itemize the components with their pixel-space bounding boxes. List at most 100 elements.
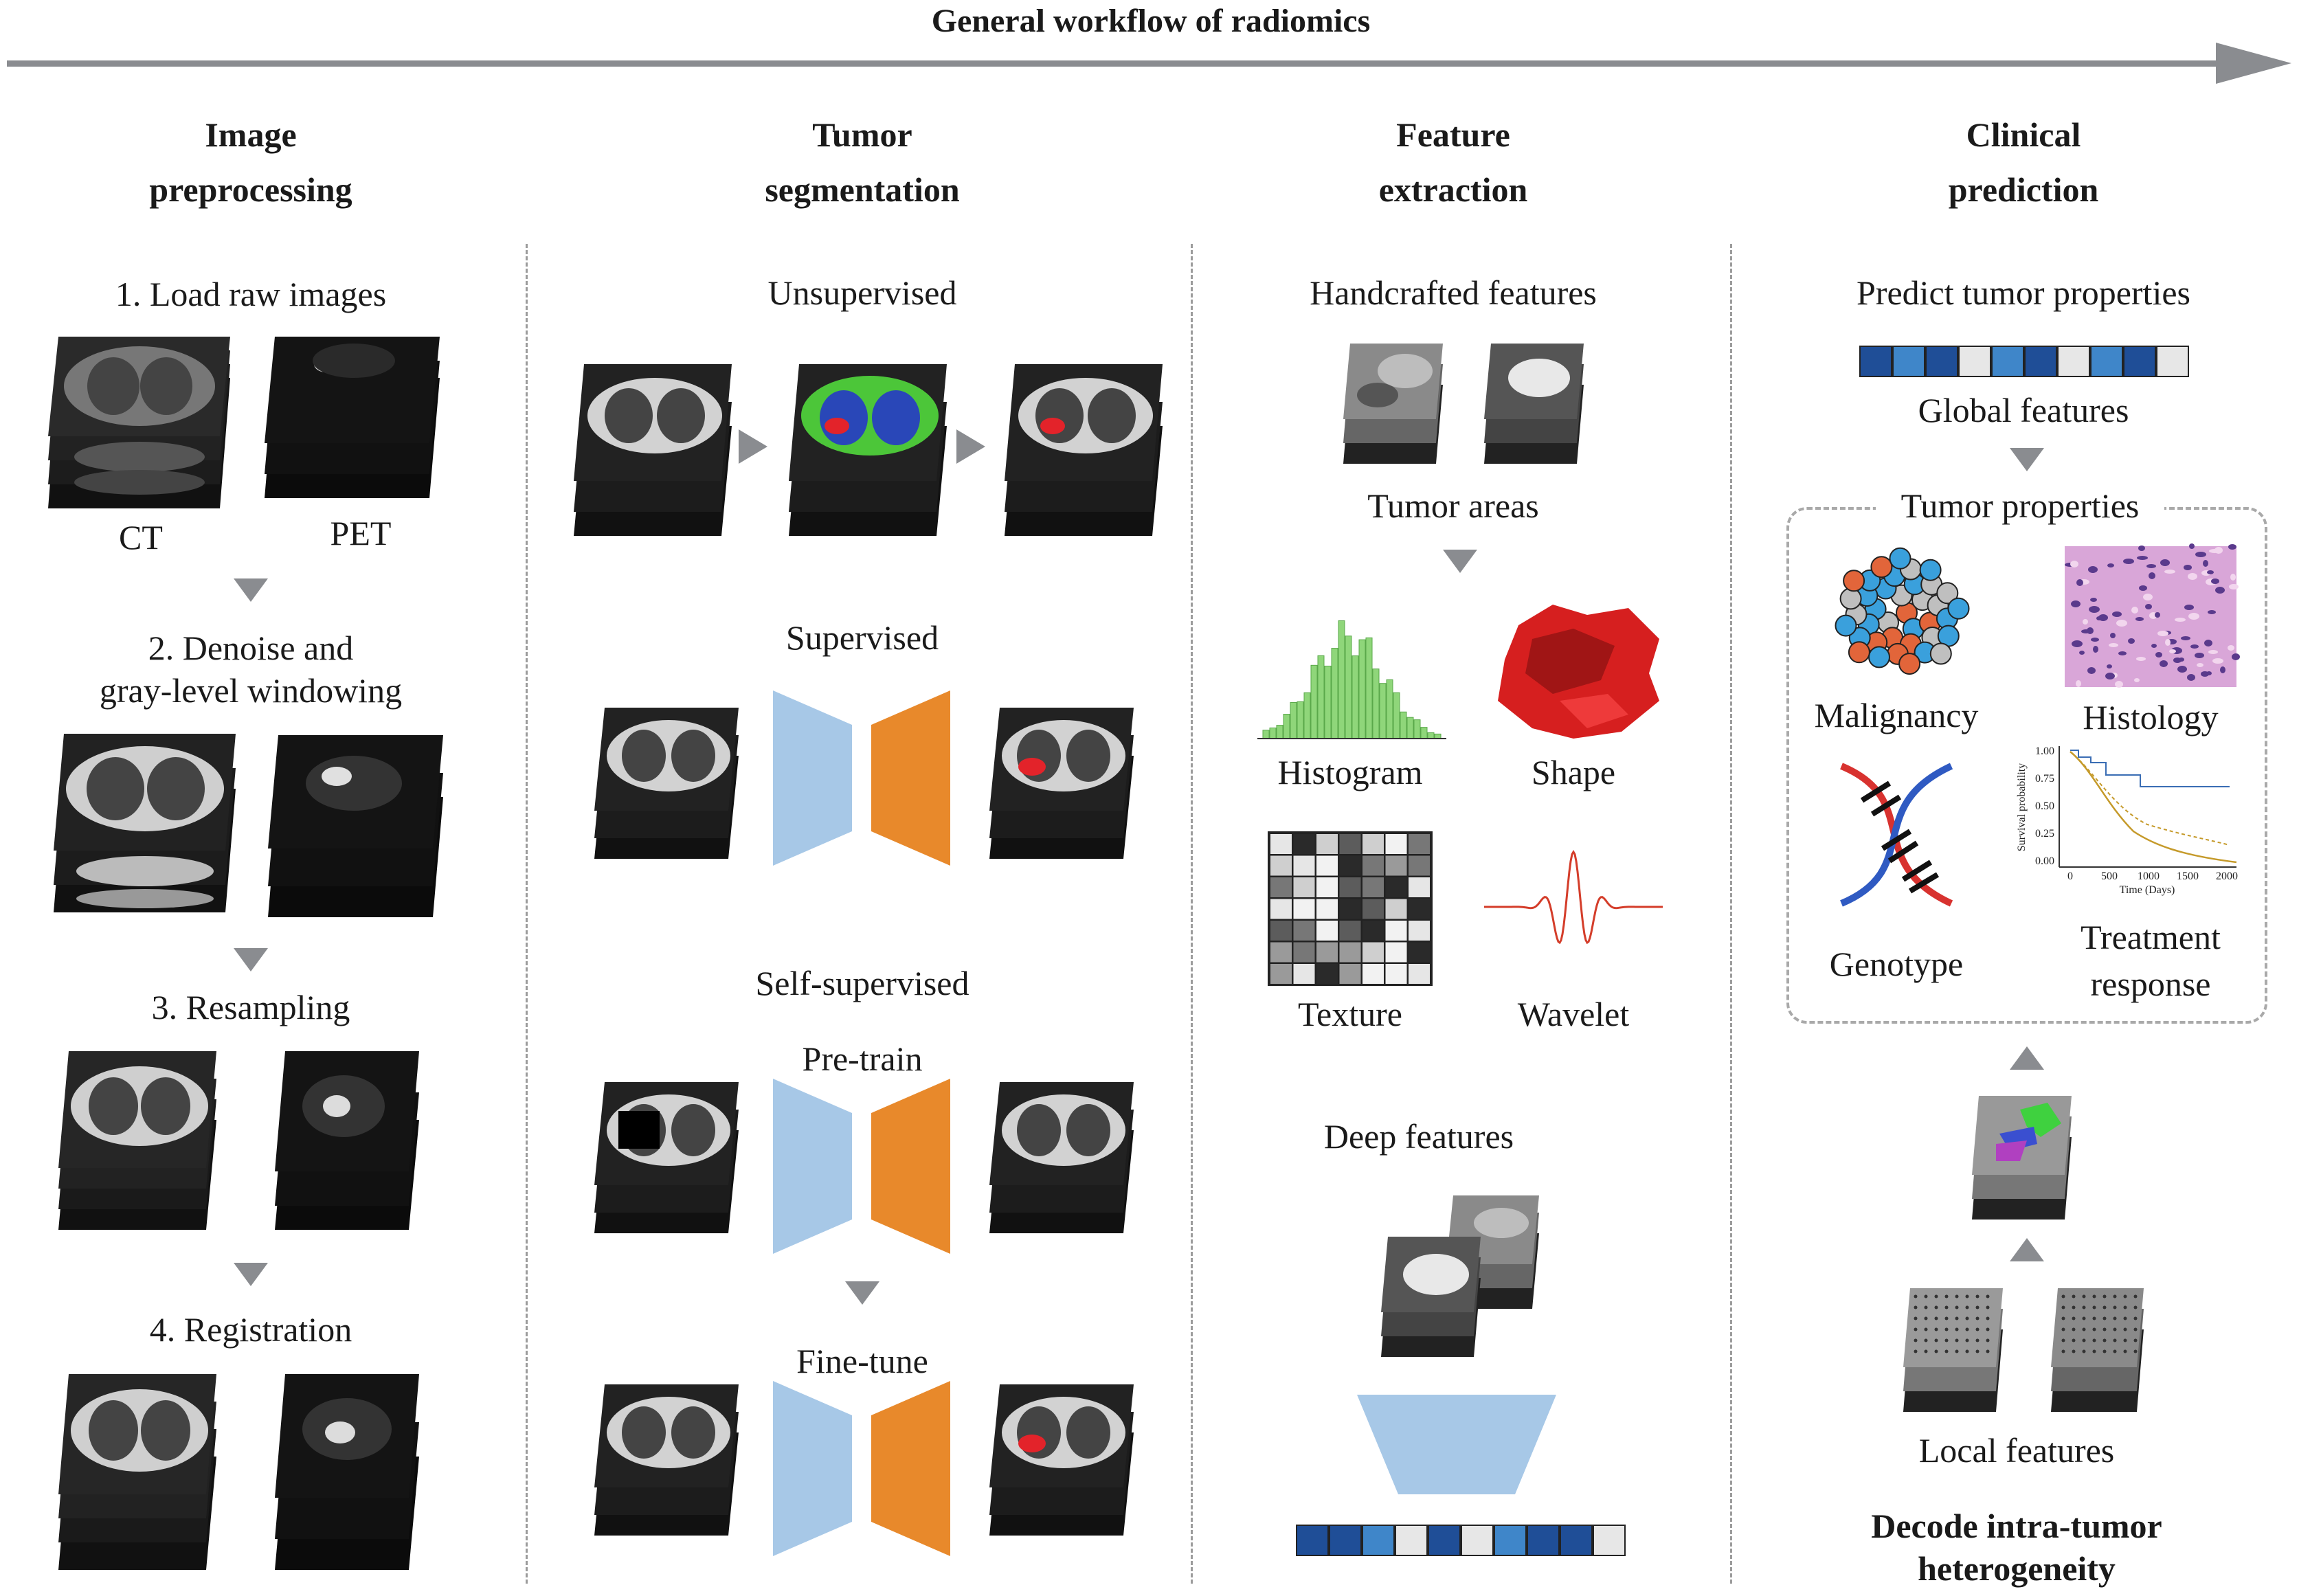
cell-circle: [1835, 614, 1857, 637]
histology-nucleus: [2201, 671, 2209, 677]
texture-cell: [1293, 877, 1315, 897]
feature-cell: [2024, 346, 2057, 377]
texture-cell: [1409, 877, 1430, 897]
texture-cell: [1362, 855, 1384, 876]
texture-cell: [1270, 834, 1292, 854]
texture-cell: [1316, 855, 1338, 876]
grid-dot: [1924, 1305, 1928, 1310]
histogram-bar: [1297, 701, 1304, 739]
histology-nucleus: [2229, 584, 2239, 589]
histogram-bar: [1276, 725, 1283, 739]
grid-dot: [2092, 1327, 2096, 1331]
label-unsupervised: Unsupervised: [767, 273, 957, 312]
grid-dot: [2102, 1349, 2107, 1353]
histology-nucleus: [2072, 640, 2083, 647]
grid-dot: [2082, 1338, 2086, 1342]
grid-dot: [1944, 1316, 1949, 1320]
texture-cell: [1316, 942, 1338, 963]
grid-dot: [2102, 1316, 2107, 1320]
texture-cell: [1339, 899, 1361, 919]
km-ytick: 0.25: [2035, 828, 2054, 840]
pet-stack-resampled: [275, 1051, 419, 1230]
feature-cell: [2090, 346, 2123, 377]
histology-graphic: [2065, 543, 2240, 688]
histology-nucleus: [2208, 650, 2218, 654]
km-xtick: 2000: [2216, 870, 2238, 882]
km-xlabel: Time (Days): [2120, 884, 2175, 896]
label-finetune: Fine-tune: [796, 1342, 928, 1380]
texture-cell: [1385, 899, 1407, 919]
histology-nucleus: [2110, 633, 2116, 638]
grid-dot: [2092, 1338, 2096, 1342]
histology-nucleus: [2118, 651, 2127, 655]
grid-dot: [2123, 1338, 2127, 1342]
grid-dot: [1914, 1294, 1918, 1299]
cell-circle: [1839, 587, 1862, 610]
texture-cell: [1270, 942, 1292, 963]
decoder-block: [871, 1079, 950, 1254]
grid-dot: [2072, 1316, 2076, 1320]
texture-cell: [1362, 964, 1384, 984]
grid-dot: [1944, 1338, 1949, 1342]
down-arrow-icon: [234, 578, 268, 602]
label-ct: CT: [119, 518, 163, 557]
histology-nucleus: [2105, 673, 2115, 679]
grid-dot: [2123, 1294, 2127, 1299]
step-load-raw: 1. Load raw images: [115, 275, 387, 313]
histology-nucleus: [2083, 619, 2088, 625]
grid-dot: [2061, 1327, 2065, 1331]
histology-nucleus: [2164, 570, 2175, 574]
label-tumor-properties: Tumor properties: [1876, 484, 2164, 527]
ct-stack-input-unsupervised: [574, 364, 732, 536]
grid-dot: [2123, 1316, 2127, 1320]
texture-cell: [1385, 877, 1407, 897]
histology-nucleus: [2146, 564, 2156, 568]
histogram-bar: [1365, 637, 1373, 739]
histology-nucleus: [2188, 613, 2199, 620]
grid-dot: [2092, 1294, 2096, 1299]
histology-nucleus: [2091, 638, 2099, 642]
histology-nucleus: [2197, 663, 2203, 667]
km-ylabel: Survival probability: [2016, 763, 2028, 851]
title-line: Clinical: [1966, 115, 2081, 154]
shape-graphic: [1498, 605, 1659, 739]
texture-cell: [1270, 964, 1292, 984]
grid-dot: [2072, 1305, 2076, 1310]
label-shape: Shape: [1531, 753, 1616, 791]
grid-dot: [1965, 1305, 1969, 1310]
histology-nucleus: [2112, 611, 2122, 617]
histogram-bar: [1269, 727, 1277, 739]
ct-stack-reconstructed: [989, 1082, 1134, 1233]
histogram-bar: [1379, 683, 1387, 739]
histology-nucleus: [2116, 620, 2127, 627]
grid-dot: [1965, 1327, 1969, 1331]
feature-cell: [1925, 346, 1958, 377]
grid-dot: [2072, 1294, 2076, 1299]
decoder-block: [871, 690, 950, 866]
histology-nucleus: [2204, 640, 2212, 647]
decode-heterogeneity-title: Decode intra-tumor heterogeneity: [1776, 1505, 2257, 1590]
histology-nucleus: [2232, 653, 2240, 660]
grid-dot: [2092, 1316, 2096, 1320]
feature-cell: [1859, 346, 1892, 377]
label-supervised: Supervised: [785, 618, 939, 657]
down-arrow-icon: [1443, 550, 1477, 573]
texture-cell: [1270, 921, 1292, 941]
grid-dot: [1975, 1305, 1980, 1310]
deep-feature-vector: [1296, 1525, 1626, 1556]
label-handcrafted: Handcrafted features: [1310, 273, 1597, 312]
grid-dot: [1944, 1349, 1949, 1353]
grid-dot: [1965, 1316, 1969, 1320]
pet-stack-registered: [275, 1374, 419, 1570]
title-line: extraction: [1378, 170, 1528, 209]
pet-stack-denoised: [268, 735, 443, 917]
histology-nucleus: [2123, 559, 2134, 564]
label-local-features: Local features: [1918, 1431, 2115, 1470]
grid-dot: [1986, 1327, 1990, 1331]
page-title: General workflow of radiomics: [931, 3, 1371, 39]
title-line: Decode intra-tumor: [1871, 1507, 2162, 1545]
grid-dot: [2113, 1305, 2117, 1310]
histogram-bar: [1290, 701, 1297, 739]
grid-dot: [2113, 1349, 2117, 1353]
feature-cell: [2057, 346, 2090, 377]
